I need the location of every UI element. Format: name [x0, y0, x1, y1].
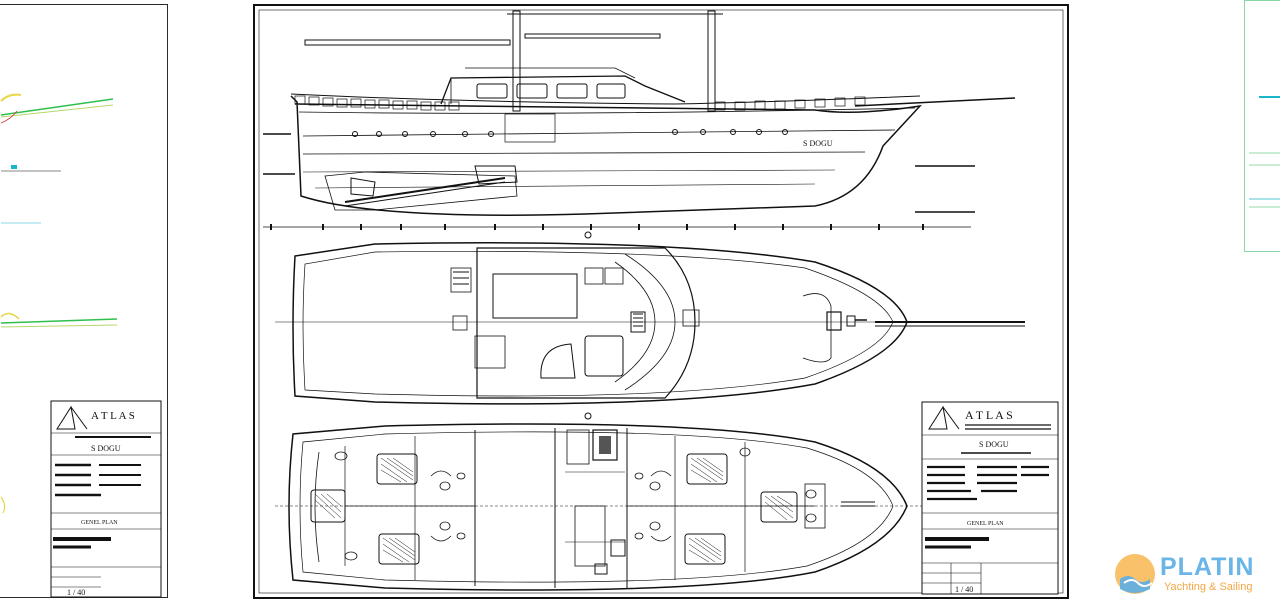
- right-drawing-sheet: [1244, 0, 1280, 252]
- deck-plan-view: [275, 242, 1025, 405]
- main-title-block: A T L A S S DOGU GENEL PLAN 1 / 40: [921, 401, 1059, 595]
- left-yellow-mark: [0, 93, 22, 102]
- left-scale-text: 1 / 40: [67, 588, 85, 597]
- right-sheet-drawing: [1249, 96, 1280, 208]
- main-drawing-sheet: S DOGU: [253, 4, 1069, 599]
- left-vessel-name: S DOGU: [91, 444, 121, 453]
- mizzen-boom: [524, 33, 661, 39]
- platin-tagline: Yachting & Sailing: [1164, 581, 1253, 593]
- deckhouse-plan: [476, 247, 696, 399]
- mizzen-mast: [707, 10, 716, 112]
- deck-outline: [292, 242, 908, 405]
- left-company-name: A T L A S: [91, 410, 135, 422]
- platin-brand-name: PLATIN: [1160, 553, 1255, 581]
- platin-logo-icon: [1115, 554, 1155, 594]
- left-sheet-drawing: A T L A S S DOGU GENEL PLAN 1 / 40: [0, 93, 162, 598]
- general-arrangement-drawing: S DOGU: [258, 9, 1064, 594]
- scale-text: 1 / 40: [955, 585, 973, 594]
- main-boom: [304, 39, 511, 46]
- left-drawing-sheet: A T L A S S DOGU GENEL PLAN 1 / 40: [0, 4, 168, 598]
- left-green-line-top: [0, 98, 114, 116]
- left-drawing-title: GENEL PLAN: [81, 520, 118, 526]
- left-cyan-mark: [11, 165, 17, 169]
- hull-name-label: S DOGU: [803, 139, 833, 148]
- accommodation-plan-view: [275, 423, 975, 591]
- deckhouse: [440, 75, 686, 105]
- left-title-block: A T L A S S DOGU GENEL PLAN 1 / 40: [50, 400, 162, 598]
- bowsprit: [854, 97, 1016, 107]
- main-mast: [512, 10, 521, 112]
- lower-deck-outline: [288, 423, 908, 591]
- drawing-title: GENEL PLAN: [967, 521, 1004, 527]
- left-green-line-bottom: [0, 318, 118, 324]
- platin-watermark: PLATIN Yachting & Sailing: [1112, 552, 1280, 598]
- propeller-shaft: [344, 177, 506, 203]
- company-name: A T L A S: [965, 408, 1013, 422]
- profile-view: S DOGU: [263, 10, 1016, 216]
- title-block-vessel-name: S DOGU: [979, 440, 1009, 449]
- atlas-logo-icon: [928, 405, 960, 430]
- station-baseline: [263, 224, 971, 239]
- hull-profile: [290, 95, 923, 216]
